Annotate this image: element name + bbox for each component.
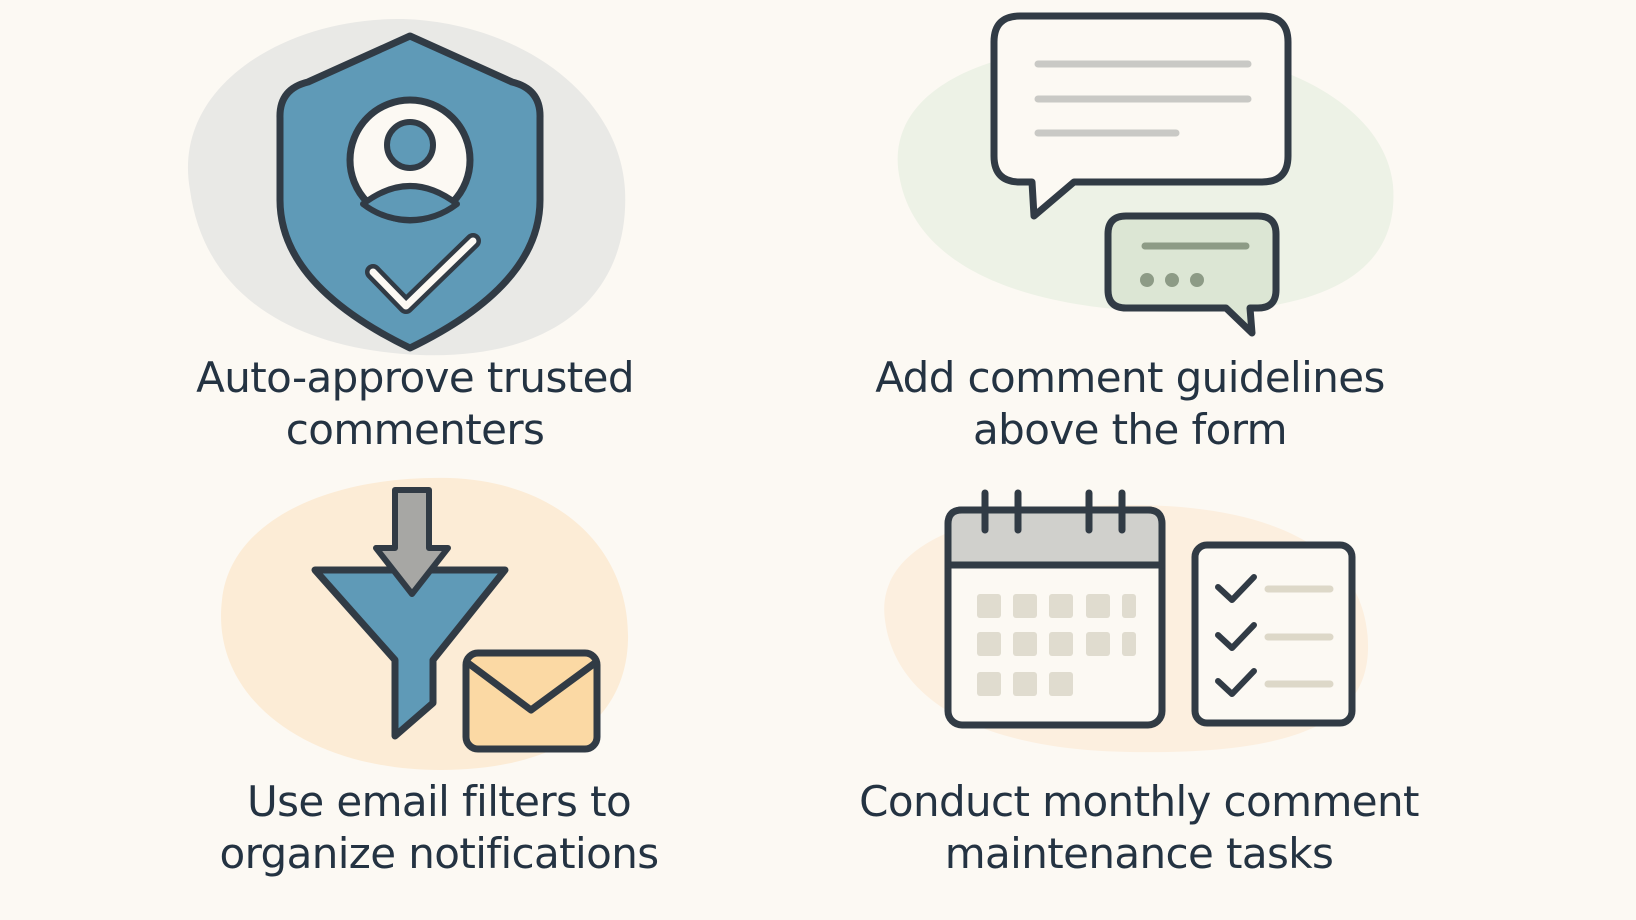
shield-user-check-icon	[276, 32, 544, 352]
tile-1-caption: Auto-approve trusted commenters	[196, 352, 634, 456]
tile-email-filters	[221, 477, 629, 770]
tile-3-caption-line-1: Use email filters to	[246, 777, 632, 826]
tile-2-caption-line-1: Add comment guidelines	[875, 353, 1385, 402]
tile-4-caption-line-2: maintenance tasks	[944, 829, 1334, 878]
tile-monthly-maintenance	[884, 489, 1369, 753]
tile-3-caption: Use email filters to organize notificati…	[219, 776, 659, 880]
tile-4-caption-line-1: Conduct monthly comment	[859, 777, 1419, 826]
tile-2-caption: Add comment guidelines above the form	[875, 352, 1385, 456]
funnel-email-icon	[311, 487, 601, 753]
tile-comment-guidelines	[897, 12, 1394, 337]
tile-3-caption-line-2: organize notifications	[219, 829, 659, 878]
tile-2-caption-line-2: above the form	[973, 405, 1288, 454]
comment-bubbles-icon	[990, 12, 1292, 337]
tile-auto-approve	[187, 19, 626, 356]
calendar-checklist-icon	[944, 489, 1356, 729]
tile-4-caption: Conduct monthly comment maintenance task…	[859, 776, 1419, 880]
tile-1-caption-line-2: commenters	[285, 405, 545, 454]
tile-1-caption-line-1: Auto-approve trusted	[196, 353, 634, 402]
